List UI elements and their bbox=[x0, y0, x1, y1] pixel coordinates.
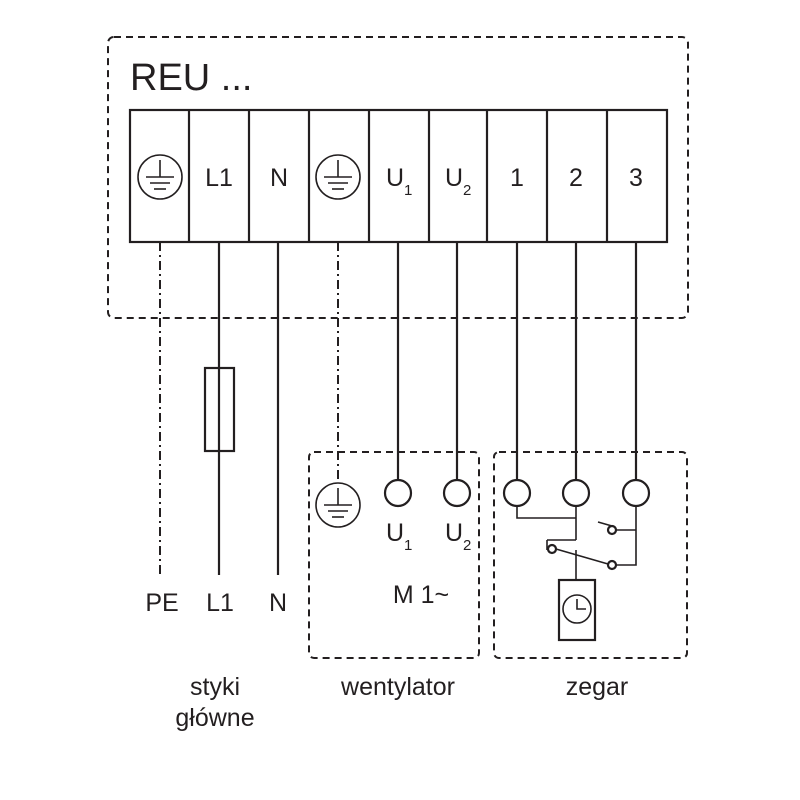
ground-icon bbox=[137, 154, 183, 200]
supply-caption-line2: główne bbox=[175, 704, 254, 732]
supply-l1-label: L1 bbox=[206, 589, 234, 617]
ground-icon bbox=[315, 482, 361, 528]
supply-pe-label: PE bbox=[145, 589, 178, 617]
terminal-3-label: 3 bbox=[629, 164, 643, 192]
terminal-n-label: N bbox=[270, 164, 288, 192]
timer-terminal-3 bbox=[621, 478, 651, 508]
terminal-u1-label: U 1 bbox=[386, 164, 412, 199]
svg-text:1: 1 bbox=[404, 182, 412, 199]
terminal-pe-1 bbox=[137, 154, 183, 200]
terminal-block: L1 N U 1 U 2 1 2 3 bbox=[128, 108, 669, 244]
timer-terminal-1 bbox=[502, 478, 532, 508]
terminal-2-label: 2 bbox=[569, 164, 583, 192]
timer-switch bbox=[516, 506, 637, 580]
supply-section: PE L1 N styki główne bbox=[145, 589, 287, 732]
timer-caption: zegar bbox=[566, 673, 629, 701]
terminal-pe-2 bbox=[315, 154, 361, 200]
fan-u1-label: U 1 bbox=[386, 519, 412, 554]
timer-terminal-2 bbox=[561, 478, 591, 508]
fan-caption: wentylator bbox=[340, 673, 455, 701]
clock-icon bbox=[557, 578, 597, 642]
svg-text:U: U bbox=[445, 519, 463, 547]
svg-text:U: U bbox=[445, 164, 463, 192]
svg-text:1: 1 bbox=[404, 537, 412, 554]
controller-title: REU ... bbox=[130, 57, 252, 99]
supply-caption-line1: styki bbox=[190, 673, 240, 701]
wires bbox=[159, 242, 638, 575]
fan-enclosure: U 1 U 2 M 1~ wentylator bbox=[308, 451, 480, 701]
fan-terminal-u1 bbox=[383, 478, 413, 508]
svg-text:U: U bbox=[386, 519, 404, 547]
supply-n-label: N bbox=[269, 589, 287, 617]
ground-icon bbox=[315, 154, 361, 200]
fan-motor-label: M 1~ bbox=[393, 581, 449, 609]
terminal-u2-label: U 2 bbox=[445, 164, 471, 199]
svg-text:U: U bbox=[386, 164, 404, 192]
fan-u2-label: U 2 bbox=[445, 519, 471, 554]
terminal-1-label: 1 bbox=[510, 164, 524, 192]
svg-text:2: 2 bbox=[463, 182, 471, 199]
fan-terminal-u2 bbox=[442, 478, 472, 508]
timer-dashed-border bbox=[493, 451, 688, 659]
controller-dashed-border bbox=[107, 36, 689, 319]
fan-dashed-border bbox=[308, 451, 480, 659]
terminal-l1-label: L1 bbox=[205, 164, 233, 192]
svg-text:2: 2 bbox=[463, 537, 471, 554]
timer-enclosure: zegar bbox=[493, 451, 688, 701]
